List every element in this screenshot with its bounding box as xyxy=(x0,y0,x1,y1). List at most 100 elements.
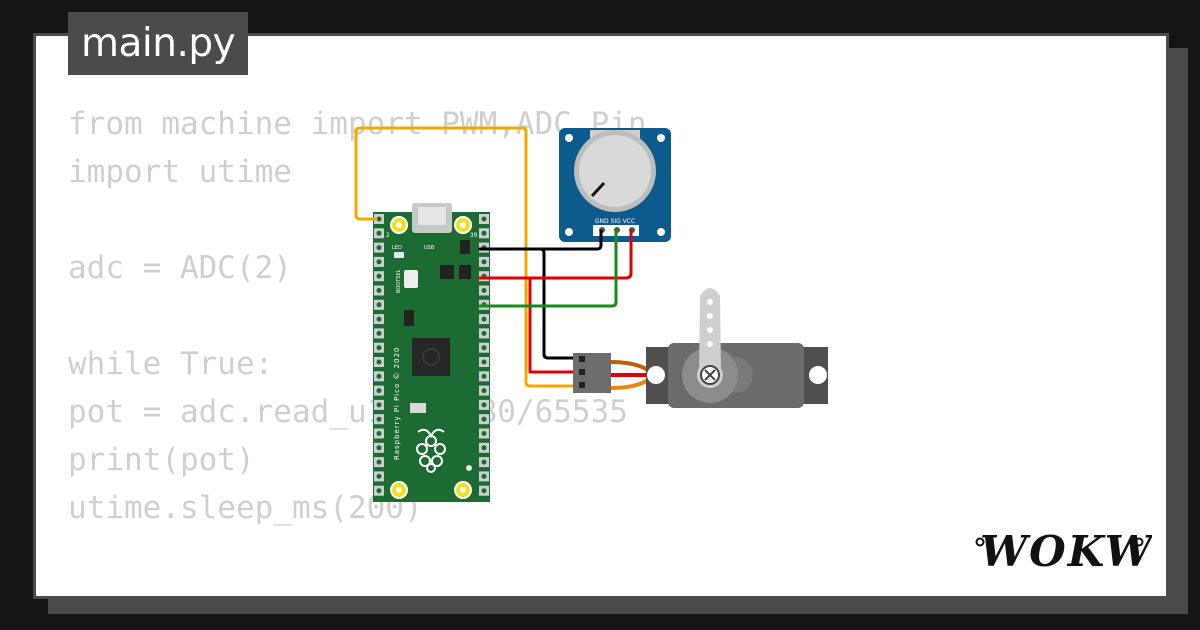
pin-label-39: 39 xyxy=(470,232,478,239)
mount-hole-center xyxy=(460,487,466,493)
servo-connector-pin xyxy=(579,369,585,375)
pico-pin-hole xyxy=(376,416,382,422)
pico-pin-hole xyxy=(376,345,382,351)
servo-horn-hole xyxy=(707,313,713,319)
wire-red-vcc[interactable] xyxy=(478,229,633,280)
pico-pin-hole xyxy=(481,330,487,336)
pico-testpoint xyxy=(466,465,472,471)
mount-hole-center xyxy=(396,487,402,493)
code-line: adc = ADC(2) xyxy=(68,250,292,286)
pico-pin-hole xyxy=(481,288,487,293)
pin-label-1: 1 xyxy=(392,217,396,224)
pico-pin-hole xyxy=(376,388,382,394)
wire-black-gnd[interactable] xyxy=(478,229,603,251)
pico-pin-hole xyxy=(481,316,487,322)
logo-dot xyxy=(975,537,985,547)
wire-black-servo-gnd[interactable] xyxy=(538,247,582,360)
pico-component xyxy=(410,403,426,413)
code-preview: from machine import PWM,ADC,Pin import ut… xyxy=(68,100,647,532)
raspberry-pi-pico[interactable]: 1 2 39 LED USB BOOTSEL Raspberry Pi Pico… xyxy=(373,203,490,502)
pico-left-pins xyxy=(374,214,384,496)
pico-pin-hole xyxy=(376,473,382,479)
project-card xyxy=(33,33,1169,599)
rp2040-chip xyxy=(412,338,450,376)
pot-mount-hole xyxy=(565,228,573,236)
pico-pin-hole xyxy=(376,359,382,365)
pico-pin-hole xyxy=(481,345,487,351)
pico-pin-hole xyxy=(481,388,487,394)
rp2040-logo xyxy=(422,348,440,366)
pico-pin-hole xyxy=(376,459,382,465)
code-line: print(pot) xyxy=(68,442,255,478)
pot-knob-indicator xyxy=(590,181,606,198)
pico-right-pins xyxy=(479,214,489,496)
led-label: LED xyxy=(392,245,402,251)
pico-pin-hole xyxy=(376,431,382,436)
raspberry-logo-icon xyxy=(416,428,446,473)
pico-pin-hole xyxy=(376,273,382,279)
pico-pin-hole xyxy=(376,230,382,236)
pico-pin-hole xyxy=(376,216,382,222)
potentiometer[interactable]: GND SIG VCC xyxy=(559,128,671,242)
logo-dot xyxy=(1134,537,1144,547)
pico-pin-hole xyxy=(376,488,382,494)
pico-pin-hole xyxy=(376,445,382,451)
pico-component xyxy=(460,240,470,254)
pico-pin-hole xyxy=(481,431,487,436)
wokwi-logo-text: WOKWI xyxy=(980,527,1152,576)
pico-pin-hole xyxy=(481,416,487,422)
pico-pin-hole xyxy=(481,359,487,365)
pico-brand-label: Raspberry Pi Pico © 2020 xyxy=(393,347,401,461)
pico-component xyxy=(440,265,454,279)
pico-pin-hole xyxy=(376,373,382,379)
pot-mount-hole xyxy=(657,134,665,142)
pico-pin-hole xyxy=(481,459,487,465)
pot-pin-labels: GND SIG VCC xyxy=(595,218,635,225)
pico-pin-hole xyxy=(481,402,487,408)
file-tab[interactable]: main.py xyxy=(68,12,249,75)
wire-green-signal[interactable] xyxy=(478,229,618,308)
pico-pin-hole xyxy=(481,445,487,451)
pico-pin-hole xyxy=(376,302,382,308)
pot-knob[interactable] xyxy=(579,135,651,207)
servo-screw-slot xyxy=(704,369,716,381)
servo-connector-pin xyxy=(579,382,585,388)
servo-horn-hole xyxy=(707,299,713,305)
pico-pin-hole xyxy=(376,259,382,265)
pot-mount-hole xyxy=(565,134,573,142)
pico-pin-hole xyxy=(376,288,382,293)
servo-horn-hole xyxy=(707,327,713,333)
pico-pin-hole xyxy=(481,373,487,379)
code-line: while True: xyxy=(68,346,274,382)
wokwi-logo[interactable]: WOKWI xyxy=(972,518,1152,588)
servo-cable-orange xyxy=(610,378,650,390)
pin-label-2: 2 xyxy=(386,232,390,239)
mount-hole-center xyxy=(396,222,402,228)
servo-horn-hole xyxy=(707,341,713,347)
led-indicator xyxy=(394,252,404,258)
bootsel-button[interactable] xyxy=(404,270,418,288)
mount-hole-center xyxy=(460,222,466,228)
code-line: import utime xyxy=(68,154,292,190)
pico-pin-hole xyxy=(481,259,487,265)
servo-motor[interactable] xyxy=(573,288,828,408)
servo-mount-hole xyxy=(647,366,665,384)
pico-component xyxy=(459,265,471,279)
pico-pin-hole xyxy=(376,316,382,322)
code-line: from machine import PWM,ADC,Pin xyxy=(68,106,647,142)
usb-connector-inner xyxy=(418,207,446,225)
bootsel-label: BOOTSEL xyxy=(396,269,402,293)
pot-mount-hole xyxy=(657,228,665,236)
wires xyxy=(354,126,633,388)
pico-pin-hole xyxy=(376,402,382,408)
wire-red-servo-vcc[interactable] xyxy=(528,276,582,374)
pico-pin-hole xyxy=(376,330,382,336)
pico-pin-hole xyxy=(481,473,487,479)
servo-connector xyxy=(573,353,611,393)
wire-orange-pico-to-servo[interactable] xyxy=(354,126,582,388)
code-line: utime.sleep_ms(200) xyxy=(68,490,423,526)
pico-pin-hole xyxy=(376,245,382,251)
pico-pin-hole xyxy=(481,488,487,494)
pico-component xyxy=(404,310,414,326)
